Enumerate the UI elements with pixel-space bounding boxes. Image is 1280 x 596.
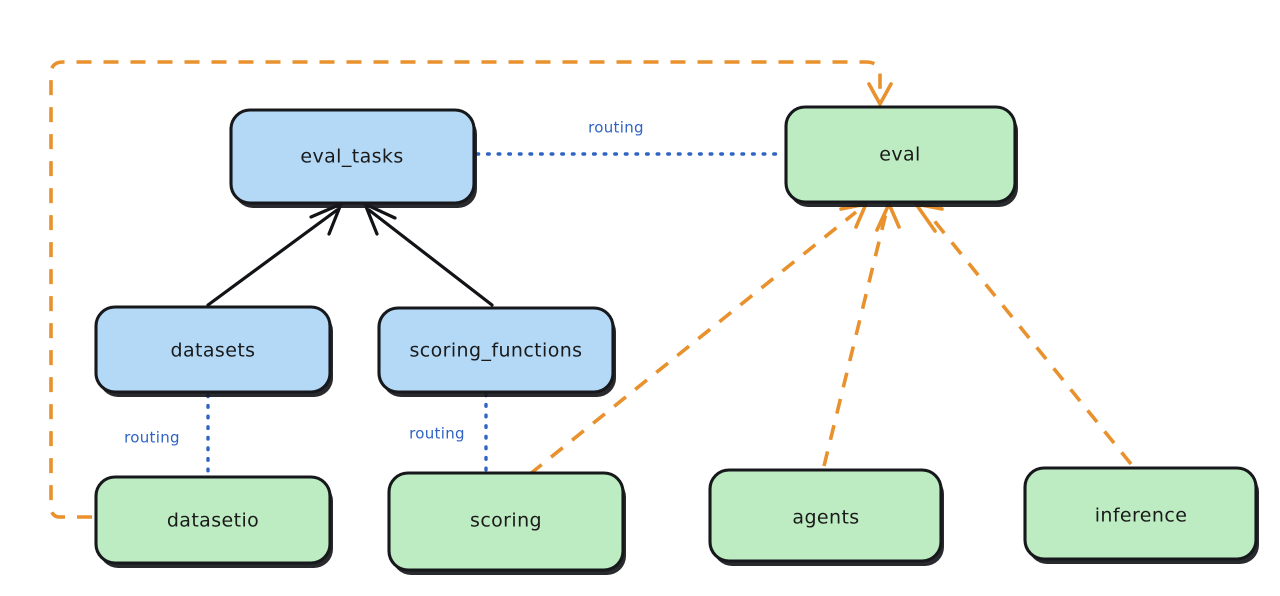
edge-scoring-functions-to-eval-tasks [362,200,494,307]
edge-datasets-to-eval-tasks [206,200,344,307]
node-scoring-box[interactable] [387,471,625,572]
node-scoring-functions-box[interactable] [377,306,615,394]
edge-datasetio-to-eval-line [49,60,882,519]
edge-datasets-to-eval-tasks-line [206,208,339,307]
edge-label-routing-datasetio: routing [124,429,180,447]
edge-label-routing-eval: routing [588,119,644,137]
edge-inference-to-eval-line [926,211,1133,466]
node-eval-tasks-label: eval_tasks [300,146,403,168]
edge-datasetio-to-eval [49,60,893,519]
edge-agents-to-eval-line [822,212,888,467]
edge-datasetio-to-eval-arrowhead [867,82,893,108]
node-eval-label: eval [879,144,920,166]
node-scoring[interactable]: scoring [387,471,626,575]
node-agents-box[interactable] [708,468,943,563]
node-agents[interactable]: agents [708,468,944,566]
node-scoring-label: scoring [470,510,542,532]
node-datasetio-label: datasetio [167,510,259,532]
edge-agents-to-eval-arrowhead [875,199,901,232]
node-datasets[interactable]: datasets [94,305,333,397]
node-eval-tasks[interactable]: eval_tasks [229,108,477,208]
edge-agents-to-eval [822,199,901,467]
edge-label-routing-scoring: routing [409,425,465,443]
node-datasetio[interactable]: datasetio [94,475,333,568]
edge-inference-to-eval [911,201,1133,466]
edge-scoring-functions-to-eval-tasks-line [367,208,494,307]
node-datasetio-box[interactable] [94,475,332,565]
node-layer: eval_tasks eval datasets scoring_functio… [94,105,1259,575]
edge-label-layer: routing routing routing [124,119,644,447]
node-inference[interactable]: inference [1023,466,1259,564]
node-datasets-label: datasets [171,340,256,362]
node-eval[interactable]: eval [784,105,1018,207]
node-scoring-functions-label: scoring_functions [410,340,583,362]
node-scoring-functions[interactable]: scoring_functions [377,306,616,397]
node-inference-box[interactable] [1023,466,1258,561]
node-inference-label: inference [1095,505,1188,527]
node-eval-tasks-box[interactable] [229,108,476,205]
node-eval-box[interactable] [784,105,1017,204]
node-datasets-box[interactable] [94,305,332,394]
node-agents-label: agents [792,507,859,529]
